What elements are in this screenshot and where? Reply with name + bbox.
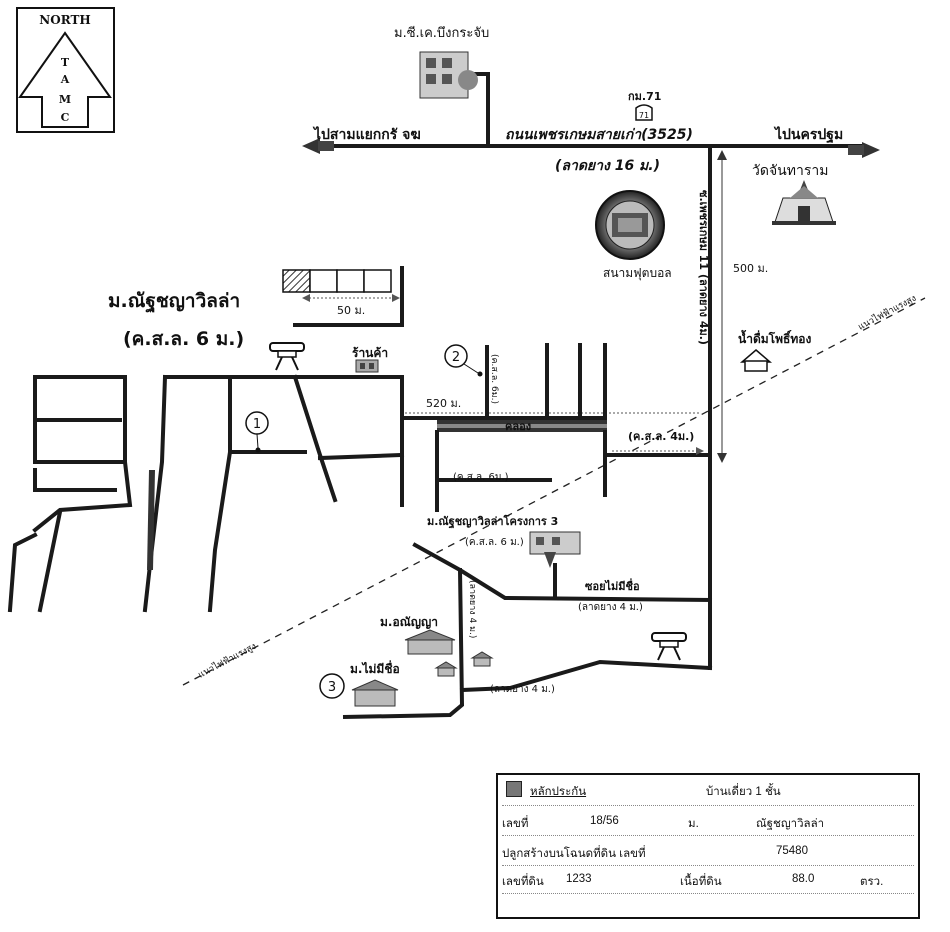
canal-label: คลอง [505, 420, 531, 433]
north-letter: M [59, 93, 71, 106]
marker-number: 2 [452, 350, 460, 365]
lower-road-surface-label: (ลาดยาง 4 ม.) [490, 684, 555, 695]
village-anchanya-label: ม.อณัญญา [380, 615, 438, 629]
marker-number: 3 [328, 680, 336, 695]
house-icon [351, 679, 399, 707]
lower-roads [342, 542, 713, 720]
collateral-info-table: หลักประกัน บ้านเดี่ยว 1 ชั้น เลขที่ 18/5… [496, 773, 920, 919]
table-row: หลักประกัน บ้านเดี่ยว 1 ชั้น [498, 779, 918, 801]
land-no-label: เลขที่ดิน [502, 876, 544, 888]
moo-value: ณัฐชญาวิลล่า [756, 818, 825, 830]
moo-label: ม. [688, 818, 699, 830]
vertical-road-label: ซ.เพชรเกษม 11 (ลาดยาง 4ม.) [697, 190, 710, 345]
distance-50-label: 50 ม. [337, 304, 365, 317]
temple-label: วัดจันทาราม [752, 163, 828, 179]
road-kssl-6m-label: (ค.ส.ล. 6ม.) [453, 472, 509, 483]
svg-text:71: 71 [639, 111, 649, 120]
power-line-label: แนวไฟฟ้าแรงสูง [196, 641, 258, 681]
gazebo-icon [269, 342, 305, 371]
vertical-lower-surface-label: (ลาดยาง 4 ม.) [467, 580, 477, 638]
main-road: ไปสามแยกกรั จฆ ไปนครปฐม ถนนเพชรเกษมสายเก… [302, 125, 880, 174]
soi-noname-surface-label: (ลาดยาง 4 ม.) [578, 602, 643, 613]
direction-right-label: ไปนครปฐม [773, 125, 843, 144]
area-unit: ตรว. [860, 876, 884, 888]
deed-value: 75480 [776, 845, 808, 857]
arrow-right-icon [862, 142, 880, 158]
table-row: เลขที่ดิน 1233 เนื้อที่ดิน 88.0 ตรว. [498, 869, 918, 891]
plot-blocks [282, 269, 392, 293]
marker-3: 3 [319, 673, 345, 699]
village-roads [7, 374, 607, 613]
north-letter: C [61, 111, 70, 124]
top-village-label: ม.ซี.เค.บึงกระจับ [394, 25, 489, 41]
village-noname-label: ม.ไม่มีชื่อ [350, 660, 400, 676]
house-type-value: บ้านเดี่ยว 1 ชั้น [706, 786, 781, 798]
power-line [182, 297, 926, 686]
stadium-icon [595, 190, 665, 260]
km-post-icon: 71 [635, 104, 653, 121]
collateral-label: หลักประกัน [530, 786, 587, 798]
number-label: เลขที่ [502, 818, 529, 830]
house-icon [739, 349, 773, 372]
land-no-value: 1233 [566, 873, 592, 885]
drinking-water-label: น้ำดื่มโพธิ์ทอง [738, 329, 811, 346]
north-letter: T [61, 56, 70, 69]
stadium-label: สนามฟุตบอล [603, 266, 672, 281]
marker-number: 1 [253, 417, 261, 432]
collateral-legend-swatch [506, 781, 522, 797]
temple-icon [772, 180, 836, 225]
village-project3-label: ม.ณัฐชญาวิลล่าโครงการ 3 [427, 514, 558, 529]
middle-roads [435, 343, 712, 512]
direction-left-label: ไปสามแยกกรั จฆ [312, 125, 421, 143]
road-kssl-6m-proj-label: (ค.ส.ล. 6 ม.) [465, 537, 524, 548]
soi-noname-label: ซอยไม่มีชื่อ [585, 578, 640, 593]
area-label: เนื้อที่ดิน [680, 876, 722, 888]
house-icon [404, 629, 494, 677]
power-line-label: แนวไฟฟ้าแรงสูง [856, 293, 918, 333]
km-marker-label: กม.71 [628, 90, 661, 103]
number-value: 18/56 [590, 815, 619, 827]
main-road-surface-label: (ลาดยาง 16 ม.) [555, 158, 660, 174]
table-row: เลขที่ 18/56 ม. ณัฐชญาวิลล่า [498, 811, 918, 833]
road-kssl-4m-label: (ค.ส.ล. 4ม.) [628, 430, 694, 443]
main-village-label: ม.ณัฐชญาวิลล่า [108, 290, 240, 314]
building-icon [419, 51, 478, 99]
north-compass: NORTH T A M C [16, 7, 115, 133]
area-value: 88.0 [792, 873, 815, 885]
north-arrow-icon [18, 31, 112, 128]
main-village-road-label: (ค.ส.ล. 6 ม.) [123, 328, 244, 350]
north-letter: A [60, 73, 70, 86]
building-icon [529, 531, 581, 568]
shop-icon [355, 359, 379, 373]
table-row: ปลูกสร้างบนโฉนดที่ดิน เลขที่ 75480 [498, 841, 918, 863]
deed-label: ปลูกสร้างบนโฉนดที่ดิน เลขที่ [502, 848, 646, 860]
marker-2: 2 [444, 344, 483, 377]
road-kssl-6m-small-label: (ค.ส.ล. 6ม.) [489, 354, 499, 404]
gazebo-icon [651, 632, 687, 661]
north-label: NORTH [39, 13, 90, 27]
distance-520-label: 520 ม. [426, 397, 461, 410]
shop-label: ร้านค้า [352, 346, 388, 360]
main-road-label: ถนนเพชรเกษมสายเก่า(3525) [505, 127, 693, 143]
arrow-left-icon [302, 138, 320, 154]
marker-1: 1 [245, 411, 269, 453]
distance-500-label: 500 ม. [733, 262, 768, 275]
